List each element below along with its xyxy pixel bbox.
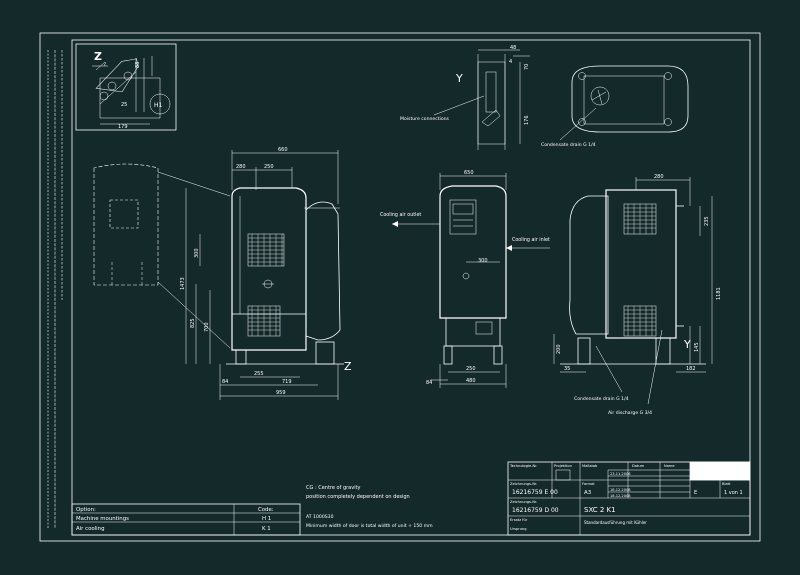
tb-col-scale: Maßstab xyxy=(582,464,598,468)
condensate-drain-bottom-label: Condensate drain G 1/4 xyxy=(574,396,629,402)
tb-drawing-no-label: Zeichnungs-Nr. xyxy=(510,482,537,486)
detail-y-view: Y 48 4 70 176 Moisture connections xyxy=(400,45,530,150)
side-view: Z 660 280 250 300 1473 825 700 255 84 71… xyxy=(180,147,352,400)
y-label-right: Y xyxy=(683,338,691,351)
note-ref: AT 1000S30 xyxy=(306,514,334,520)
dim-825: 825 xyxy=(190,318,196,328)
z-label-main: Z xyxy=(344,360,352,373)
dim-280: 280 xyxy=(236,164,246,170)
dim-1473: 1473 xyxy=(180,277,186,290)
dim-300: 300 xyxy=(194,248,200,258)
dim-719: 719 xyxy=(282,379,292,385)
moisture-connections-label: Moisture connections xyxy=(400,116,450,122)
legend-row-label: Air cooling xyxy=(76,526,105,532)
tb-ersatz: Ersatz für xyxy=(510,518,528,522)
dim-250: 250 xyxy=(264,164,274,170)
dim-255: 255 xyxy=(254,371,264,377)
tb-sheet: 1 von 1 xyxy=(724,490,743,496)
legend-row-code: H 1 xyxy=(262,516,271,522)
legend-row-label: Machine mountings xyxy=(76,516,129,522)
tb-date-2: 18.12.2008 xyxy=(610,488,631,492)
options-legend-table: Option: Code: Machine mountings H 1 Air … xyxy=(71,503,301,536)
detail-z-view: Z H1 179 88 25 xyxy=(75,43,177,131)
front-view: 300 Cooling air outlet Cooling air inlet… xyxy=(380,170,550,388)
tb-format-label: Format xyxy=(582,482,595,486)
dim-700: 700 xyxy=(204,322,210,332)
tb-ursprung: Ursprung xyxy=(510,527,527,531)
dim-right-182: 182 xyxy=(686,366,696,372)
cooling-air-outlet-label: Cooling air outlet xyxy=(380,212,421,218)
tb-col-tech: Technologie-Nr. xyxy=(509,464,538,468)
outer-frame xyxy=(39,32,761,542)
h1-mounting-circle xyxy=(149,93,171,115)
note-cog-1: CG : Centre of gravity xyxy=(306,485,361,491)
tb-revision: E xyxy=(694,490,697,496)
dim-right-35: 35 xyxy=(564,366,570,372)
right-side-view: Y 280 235 1181 145 35 182 200 Condensate… xyxy=(553,174,722,416)
cooling-air-inlet-label: Cooling air inlet xyxy=(512,237,550,243)
air-discharge-label: Air discharge G 3/4 xyxy=(608,410,652,416)
tb-sheet-no: 16216759 D 00 xyxy=(512,507,559,514)
tb-date-1: 23.11.2006 xyxy=(610,472,631,476)
tb-model: SXC 2 K1 xyxy=(584,506,616,514)
dim-z-25: 25 xyxy=(121,102,127,108)
h1-label: H1 xyxy=(154,102,163,109)
top-plan-view: Condensate drain G 1/4 xyxy=(541,65,689,148)
dim-y-176: 176 xyxy=(524,115,530,125)
note-cog-2: position completely dependent on design xyxy=(306,494,410,500)
dim-84: 84 xyxy=(222,379,228,385)
inner-frame xyxy=(71,39,751,536)
condensate-drain-top-label: Condensate drain G 1/4 xyxy=(541,142,596,148)
tb-format-value: A3 xyxy=(584,490,591,496)
dim-z-88: 88 xyxy=(135,62,141,68)
dim-front-480: 480 xyxy=(466,378,476,384)
tb-drawing-no: 16216759 E 00 xyxy=(512,489,558,496)
margin-vertical-text xyxy=(47,50,63,528)
y-label-side: Y xyxy=(455,72,463,85)
dim-right-145: 145 xyxy=(694,342,700,352)
legend-head-code: Code: xyxy=(258,507,274,513)
dim-right-280: 280 xyxy=(654,174,664,180)
z-label-top: Z xyxy=(94,50,102,63)
dim-959: 959 xyxy=(276,390,286,396)
dim-top-width: 660 xyxy=(278,147,288,153)
tb-sheet-label: Blatt xyxy=(722,482,731,486)
tb-date-3: 18.12.2008 xyxy=(610,494,631,498)
dim-y-4: 4 xyxy=(509,59,512,65)
tb-sheet-no-label: Zeichnungs-Nr. xyxy=(510,500,537,504)
rear-ghost-view xyxy=(93,163,231,349)
dim-right-235: 235 xyxy=(704,216,710,226)
dim-y-70: 70 xyxy=(524,64,530,70)
dim-front-300: 300 xyxy=(478,258,488,264)
notes: CG : Centre of gravity position complete… xyxy=(306,485,433,529)
dim-front-250: 250 xyxy=(466,366,476,372)
legend-row-code: K 1 xyxy=(262,526,271,532)
note-min-width: Minimum width of door is total width of … xyxy=(306,523,433,529)
tb-description: Standardausführung mit Kühler xyxy=(584,520,647,525)
dim-right-200: 200 xyxy=(556,344,562,354)
title-block: Technologie-Nr. Projektion Maßstab Datum… xyxy=(507,461,751,536)
tb-col-name: Name xyxy=(664,464,675,468)
dim-right-1181: 1181 xyxy=(716,287,722,300)
dim-y-48: 48 xyxy=(510,45,516,51)
dim-z-179: 179 xyxy=(118,124,128,130)
dim-front-width: 650 xyxy=(464,170,474,176)
tb-col-proj: Projektion xyxy=(554,464,572,468)
tb-col-date: Datum xyxy=(632,464,645,468)
dim-front-84: 84 xyxy=(426,380,432,386)
legend-head-option: Option: xyxy=(76,507,96,513)
